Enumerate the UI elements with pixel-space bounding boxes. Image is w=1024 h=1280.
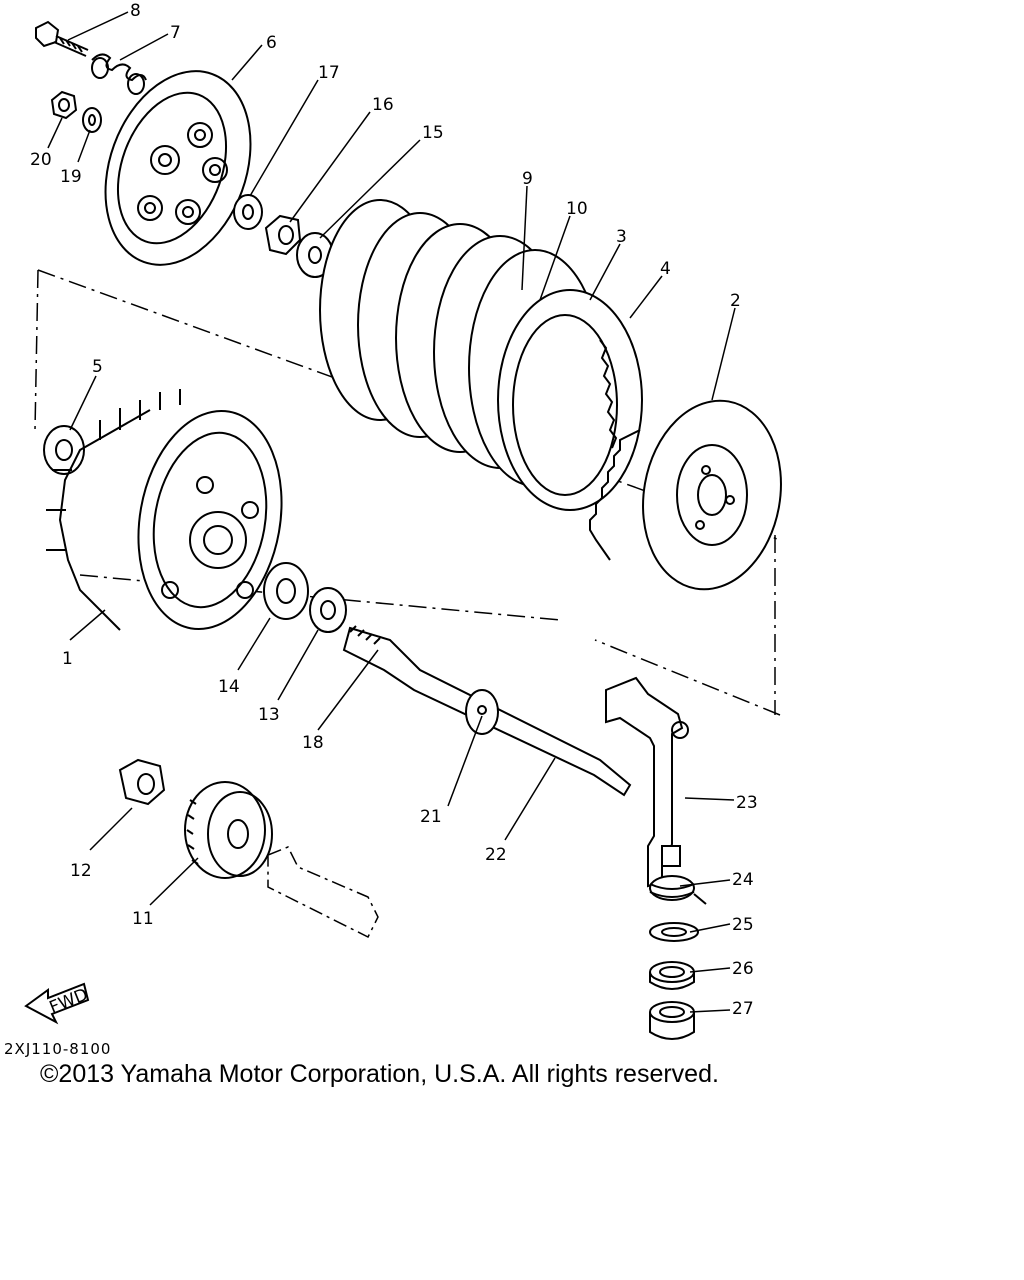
callout-21: 21 xyxy=(420,807,442,827)
part-13-washer xyxy=(309,587,347,633)
part-4-friction-plate xyxy=(497,289,643,511)
callout-17: 17 xyxy=(318,63,340,83)
callout-9: 9 xyxy=(522,169,533,189)
callout-16: 16 xyxy=(372,95,394,115)
part-8-bolt xyxy=(35,20,89,57)
callout-7: 7 xyxy=(170,23,181,43)
fwd-label: FWD xyxy=(47,985,91,1018)
callout-19: 19 xyxy=(60,167,82,187)
callout-22: 22 xyxy=(485,845,507,865)
copyright-notice: ©2013 Yamaha Motor Corporation, U.S.A. A… xyxy=(40,1060,719,1088)
part-24-spring xyxy=(649,875,707,905)
callout-18: 18 xyxy=(302,733,324,753)
callout-27: 27 xyxy=(732,999,754,1019)
part-2-clutch-boss xyxy=(589,399,782,591)
callout-10: 10 xyxy=(566,199,588,219)
fwd-arrow-icon xyxy=(24,982,90,1025)
part-27-bearing xyxy=(649,1001,695,1040)
part-23-push-lever xyxy=(605,676,689,888)
callout-26: 26 xyxy=(732,959,754,979)
callout-8: 8 xyxy=(130,1,141,21)
callout-5: 5 xyxy=(92,357,103,377)
part-16-nut xyxy=(264,214,302,256)
callout-1: 1 xyxy=(62,649,73,669)
part-18-22-push-rod-shaft xyxy=(342,625,632,797)
callout-12: 12 xyxy=(70,861,92,881)
part-25-washer xyxy=(649,922,699,942)
callout-14: 14 xyxy=(218,677,240,697)
callout-13: 13 xyxy=(258,705,280,725)
part-20-nut xyxy=(50,90,78,120)
callout-4: 4 xyxy=(660,259,671,279)
callout-11: 11 xyxy=(132,909,154,929)
part-6-pressure-plate xyxy=(104,70,252,266)
callout-3: 3 xyxy=(616,227,627,247)
callout-24: 24 xyxy=(732,870,754,890)
callout-6: 6 xyxy=(266,33,277,53)
part-14-washer xyxy=(263,562,309,620)
callout-23: 23 xyxy=(736,793,758,813)
callout-25: 25 xyxy=(732,915,754,935)
callout-15: 15 xyxy=(422,123,444,143)
callout-20: 20 xyxy=(30,150,52,170)
part-17-collar xyxy=(233,194,263,230)
diagram-code: 2XJ110-8100 xyxy=(4,1040,112,1058)
part-1-clutch-housing xyxy=(46,389,283,631)
callout-2: 2 xyxy=(730,291,741,311)
part-19-washer xyxy=(82,107,102,133)
part-5-thrust-washer xyxy=(43,425,85,475)
part-26-oil-seal xyxy=(649,961,695,990)
part-7-spring xyxy=(91,53,147,95)
part-11-primary-gear xyxy=(184,781,273,879)
leader-lines xyxy=(47,11,736,1013)
exploded-parts-diagram: 8 7 6 17 16 15 20 19 9 10 3 4 2 5 1 14 1… xyxy=(24,1,782,1040)
crankshaft-phantom xyxy=(267,846,379,939)
part-12-nut xyxy=(118,758,166,806)
